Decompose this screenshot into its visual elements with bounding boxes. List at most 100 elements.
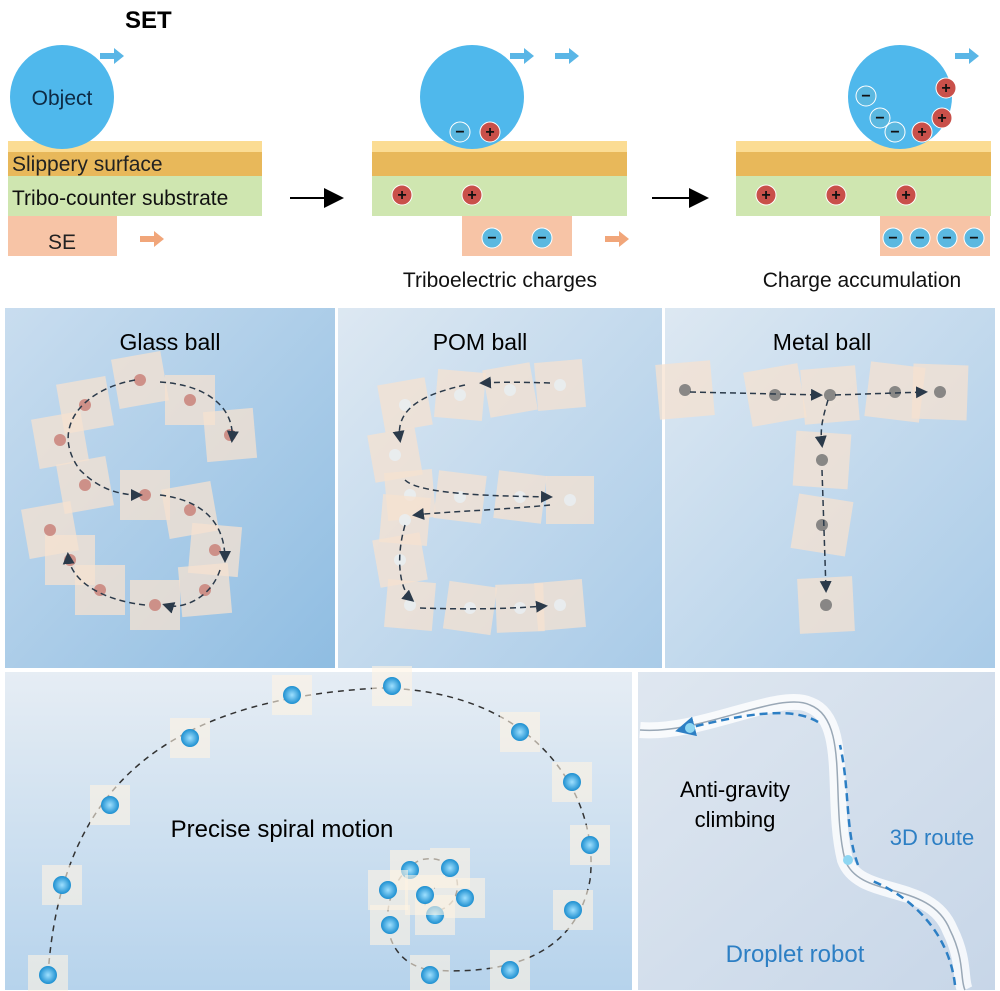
trajectory-arrow <box>834 386 928 399</box>
droplet <box>416 886 434 904</box>
se-electrode <box>462 216 572 256</box>
droplet <box>181 729 199 747</box>
slippery-surface-top <box>372 141 627 152</box>
triboelectric-charges-caption: Triboelectric charges <box>403 269 597 292</box>
negative-charge-icon <box>936 227 958 249</box>
droplet <box>511 723 529 741</box>
pom-ball-label: POM ball <box>433 329 528 355</box>
droplet <box>283 686 301 704</box>
minus-sign: − <box>861 88 870 105</box>
ball-marker <box>504 384 516 396</box>
minus-sign: − <box>875 110 884 127</box>
plus-sign: + <box>917 124 926 141</box>
droplet <box>501 961 519 979</box>
ball-marker <box>389 449 401 461</box>
motion-arrow-icon <box>955 48 979 64</box>
minus-sign: − <box>890 124 899 141</box>
plus-sign: + <box>831 187 840 204</box>
plus-sign: + <box>761 187 770 204</box>
negative-charge-icon <box>963 227 985 249</box>
positive-charge-icon <box>461 184 483 206</box>
droplet <box>581 836 599 854</box>
minus-sign: − <box>942 230 951 247</box>
trajectory-arrow <box>159 381 239 443</box>
anti-gravity-label: Anti-gravity <box>680 777 790 802</box>
ball-marker <box>224 429 236 441</box>
ball-marker <box>820 599 832 611</box>
trajectory-arrow <box>162 569 221 614</box>
ball-marker <box>769 389 781 401</box>
ball-marker <box>889 386 901 398</box>
positive-charge-icon <box>935 77 957 99</box>
trajectory-arrow <box>62 552 146 606</box>
ball-marker <box>399 514 411 526</box>
glass-ball-label: Glass ball <box>120 329 221 355</box>
positive-charge-icon <box>825 184 847 206</box>
trajectory-arrow <box>419 600 548 613</box>
droplet <box>381 916 399 934</box>
ball-marker <box>64 554 76 566</box>
minus-sign: − <box>969 230 978 247</box>
trajectory-arrow <box>819 469 832 593</box>
plus-sign: + <box>941 80 950 97</box>
positive-charge-icon <box>755 184 777 206</box>
negative-charge-icon <box>855 85 877 107</box>
ball-marker <box>404 599 416 611</box>
substrate-label: Tribo-counter substrate <box>12 187 228 210</box>
ball-marker <box>94 584 106 596</box>
ball-marker <box>134 374 146 386</box>
plus-sign: + <box>485 124 494 141</box>
substrate-layer <box>736 176 991 216</box>
negative-charge-icon <box>449 121 471 143</box>
substrate-layer <box>372 176 627 216</box>
ball-marker <box>514 602 526 614</box>
trajectory-arrow <box>412 504 551 520</box>
object-label: Object <box>32 87 93 110</box>
ball-marker <box>184 504 196 516</box>
ball-marker <box>209 544 221 556</box>
slippery-surface-layer <box>736 152 991 176</box>
droplet <box>456 889 474 907</box>
minus-sign: − <box>915 230 924 247</box>
positive-charge-icon <box>391 184 413 206</box>
plus-sign: + <box>397 187 406 204</box>
object-ball <box>10 45 114 149</box>
slippery-surface-layer <box>372 152 627 176</box>
trajectory-arrow <box>479 376 551 389</box>
climbing-label: climbing <box>695 807 776 832</box>
droplet <box>685 723 695 733</box>
negative-charge-icon <box>531 227 553 249</box>
plus-sign: + <box>467 187 476 204</box>
negative-charge-icon <box>481 227 503 249</box>
ball-marker <box>184 394 196 406</box>
slippery-surface-top <box>8 141 262 152</box>
spiral-label-line: Precise spiral motion <box>171 816 394 843</box>
ball-marker <box>399 399 411 411</box>
ball-marker <box>934 386 946 398</box>
se-motion-arrow-icon <box>605 231 629 247</box>
se-electrode <box>8 216 117 256</box>
ball-marker <box>149 599 161 611</box>
slippery-surface-layer <box>8 152 262 176</box>
ball-marker <box>44 524 56 536</box>
positive-charge-icon <box>911 121 933 143</box>
metal-ball-label: Metal ball <box>773 329 871 355</box>
se-motion-arrow-icon <box>140 231 164 247</box>
trajectory-arrow <box>814 399 829 448</box>
ball-marker <box>816 454 828 466</box>
minus-sign: − <box>888 230 897 247</box>
positive-charge-icon <box>479 121 501 143</box>
ball-marker <box>679 384 691 396</box>
ball-marker <box>454 389 466 401</box>
substrate-layer <box>8 176 262 216</box>
ball-marker <box>554 599 566 611</box>
plus-sign: + <box>937 110 946 127</box>
positive-charge-icon <box>895 184 917 206</box>
droplet <box>564 901 582 919</box>
ball-marker <box>54 434 66 446</box>
droplet <box>421 966 439 984</box>
trajectory-arrow <box>689 388 823 401</box>
slippery-surface-top <box>736 141 991 152</box>
